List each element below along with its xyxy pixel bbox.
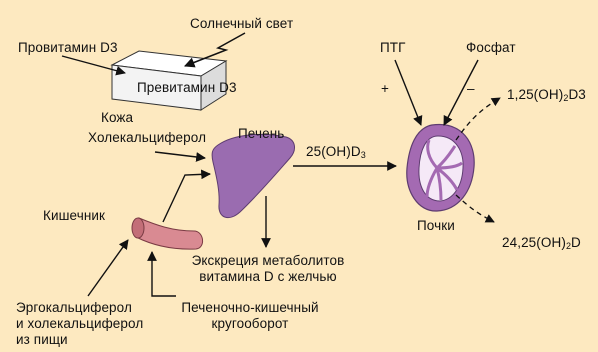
- enterohepatic-line2: кругооборот: [175, 316, 325, 332]
- dietary-arrow: [88, 240, 128, 296]
- pth-arrow: [395, 60, 421, 125]
- minus-sign: –: [467, 81, 475, 97]
- intestine-shape: [132, 218, 203, 249]
- excretion-line1: Экскреция метаболитов: [178, 253, 358, 269]
- excretion-line2: витамина D с желчью: [178, 269, 358, 285]
- dietary-line1: Эргокальциферол: [16, 300, 143, 316]
- dietary-line3: из пищи: [16, 332, 143, 348]
- phosphate-label: Фосфат: [466, 40, 516, 56]
- intestine-label: Кишечник: [43, 208, 105, 224]
- plus-sign: +: [381, 81, 389, 97]
- cholecalciferol-arrow: [155, 152, 205, 158]
- liver-label: Печень: [238, 126, 284, 142]
- kidney-label: Почки: [417, 218, 455, 234]
- intestine-to-liver-arrow: [163, 174, 210, 222]
- calcitriol-label: 1,25(OH)2D3: [507, 87, 586, 106]
- provitamin-d3-label: Провитамин D3: [18, 40, 118, 56]
- pth-label: ПТГ: [380, 40, 406, 56]
- enterohepatic-arrow: [152, 252, 176, 296]
- skin-label: Кожа: [101, 110, 133, 126]
- dietary-line2: и холекальциферол: [16, 316, 143, 332]
- secalciferol-label: 24,25(OH)2D: [502, 235, 581, 254]
- previtamin-d3-label: Превитамин D3: [137, 80, 237, 96]
- liver-shape: [212, 134, 294, 217]
- excretion-label: Экскреция метаболитов витамина D с желчь…: [178, 253, 358, 285]
- hydroxy-d3-label: 25(OH)D3: [306, 144, 366, 163]
- dietary-label: Эргокальциферол и холекальциферол из пищ…: [16, 300, 143, 348]
- enterohepatic-line1: Печеночно-кишечный: [175, 300, 325, 316]
- kidney-shape: [407, 125, 474, 212]
- cholecalciferol-label: Холекальциферол: [88, 130, 206, 146]
- enterohepatic-label: Печеночно-кишечный кругооборот: [175, 300, 325, 332]
- sunlight-label: Солнечный свет: [190, 16, 293, 32]
